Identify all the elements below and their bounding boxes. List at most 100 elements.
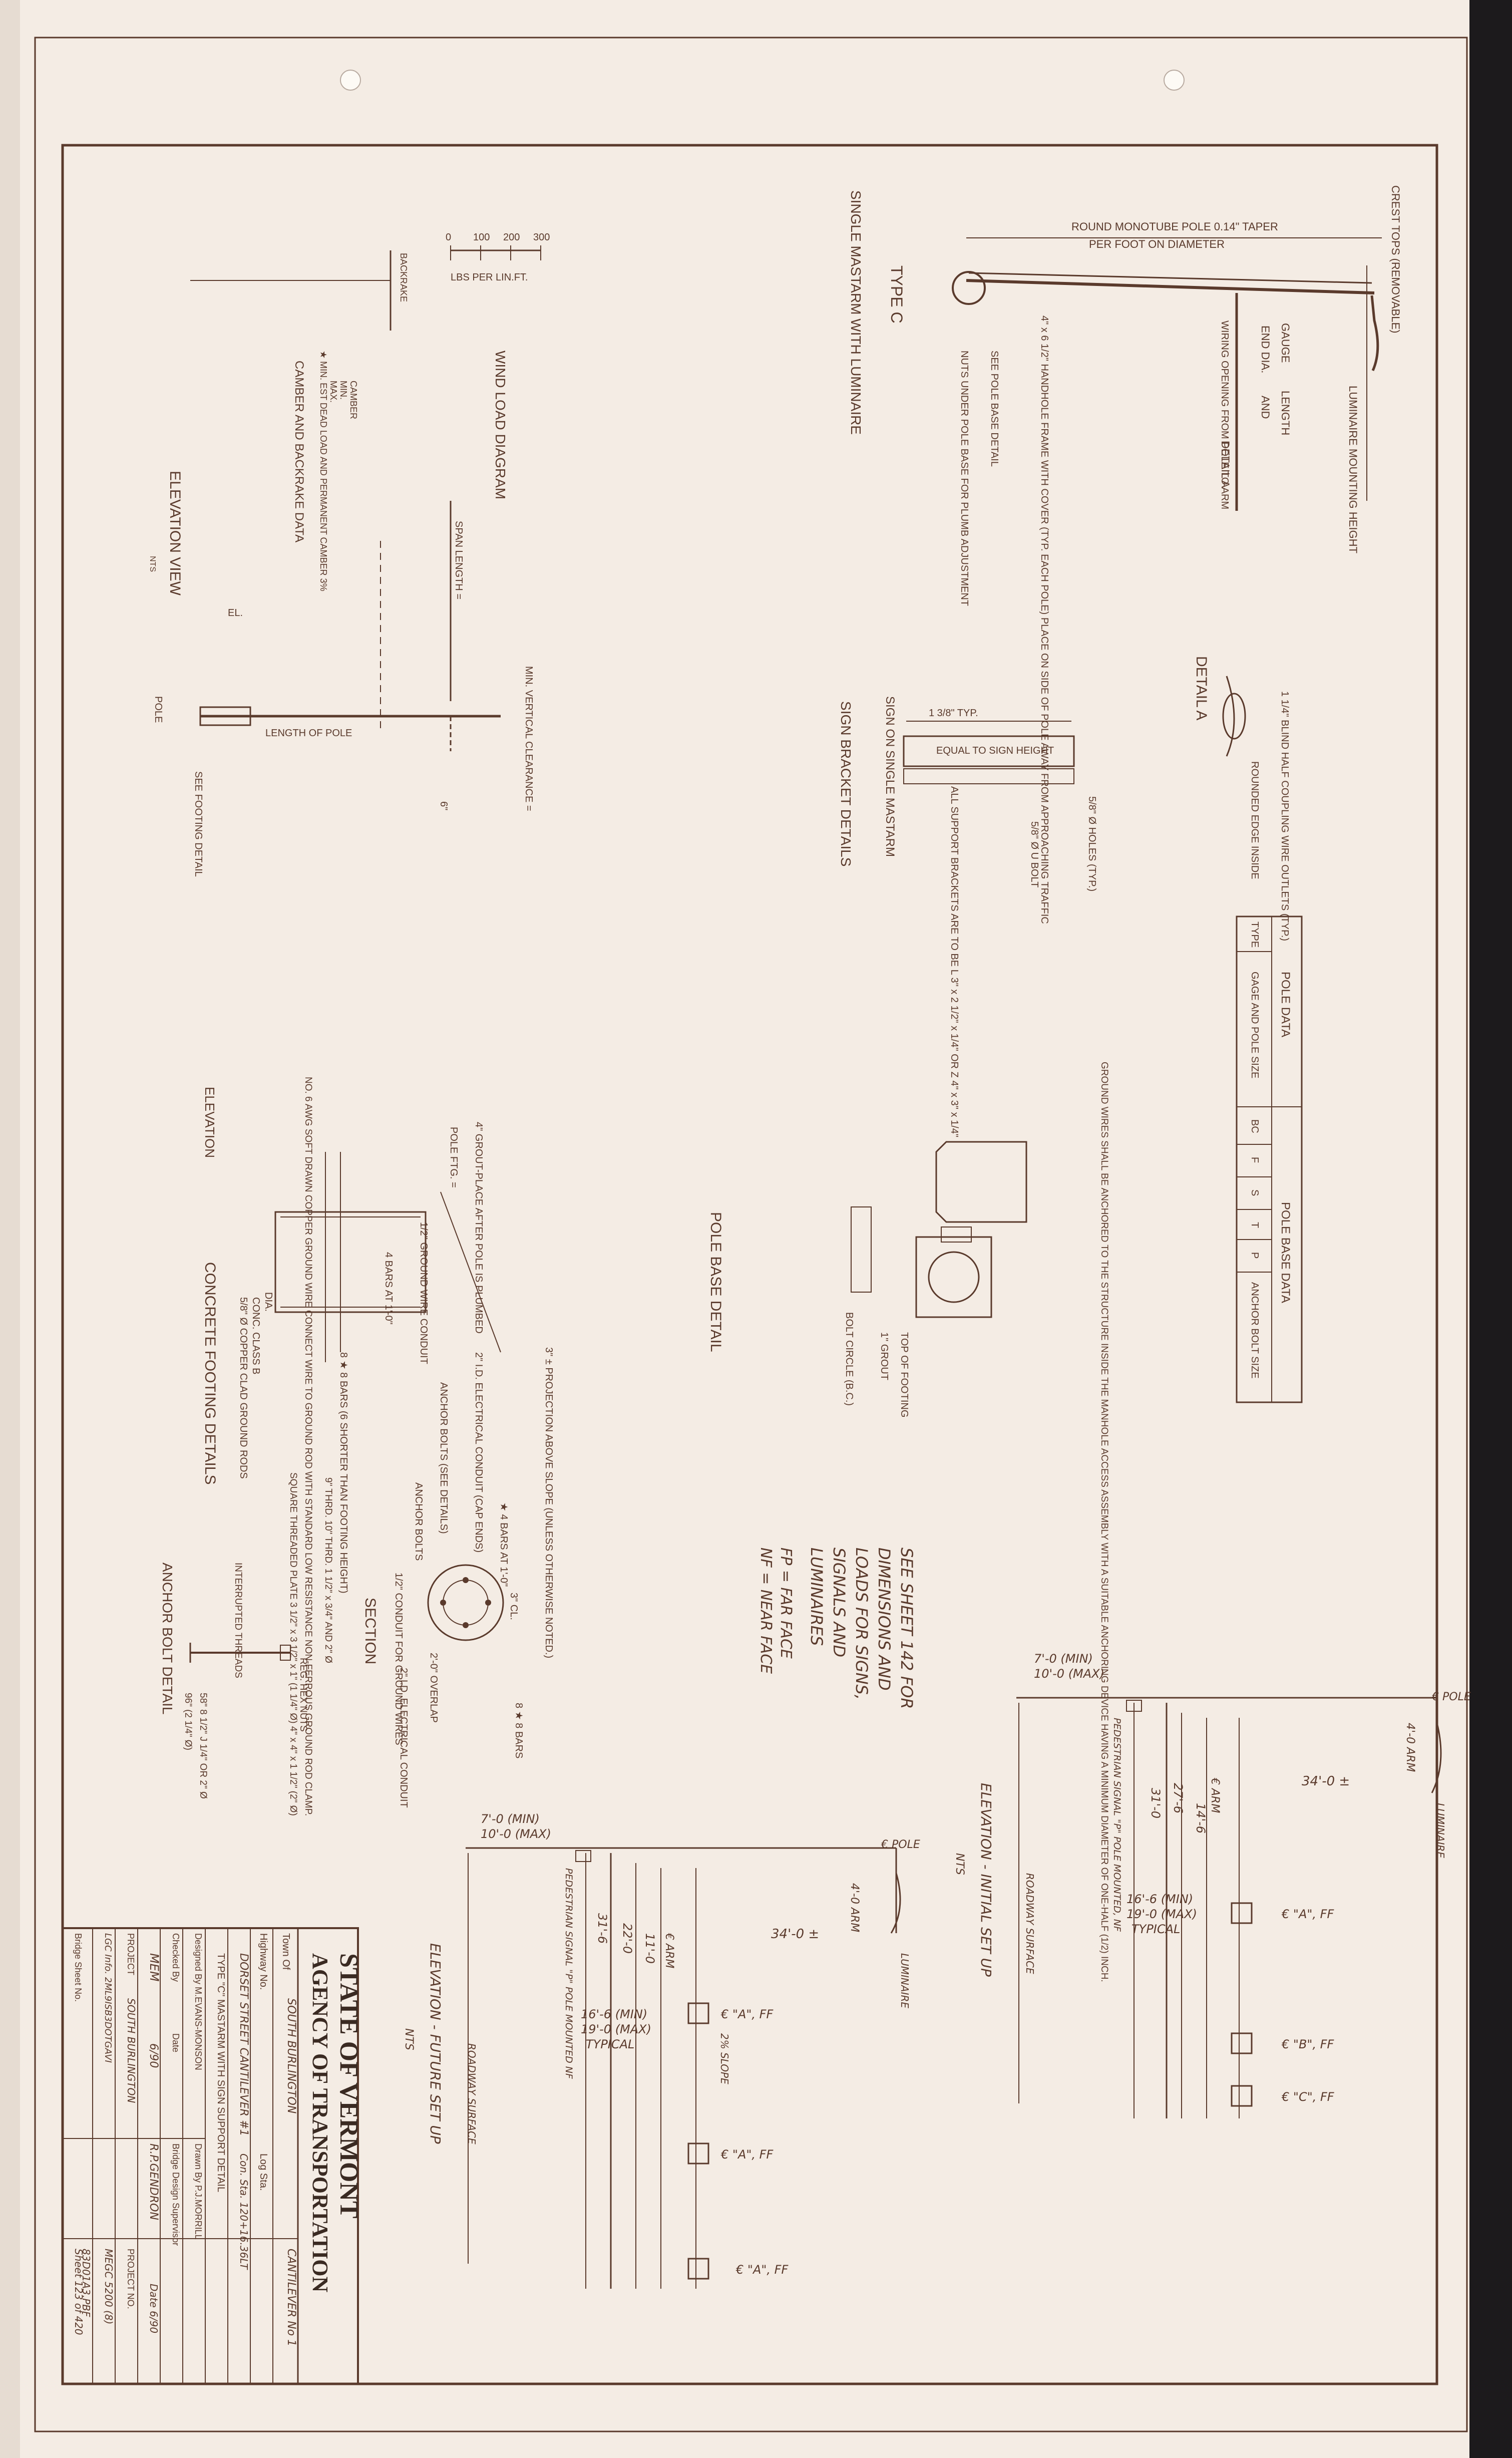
end-dia-label: END DIA.: [1259, 326, 1272, 373]
pole-base-detail: GROUND WIRES SHALL BE ANCHORED TO THE ST…: [707, 1062, 1109, 1982]
copper-label: 5/8" Ø COPPER CLAD GROUND RODS: [238, 1297, 249, 1479]
outer-border: [34, 37, 1468, 2432]
pole-data-h-s: S: [1249, 1189, 1260, 1196]
future-roadway: ROADWAY SURFACE: [466, 2043, 478, 2144]
initial-h14: 14'-6: [1194, 1803, 1208, 1833]
pole-base-circle: [952, 271, 986, 305]
luminaire-height-label: LUMINAIRE MOUNTING HEIGHT: [1347, 386, 1359, 553]
bracket-equal: EQUAL TO SIGN HEIGHT: [936, 745, 1054, 756]
no6-label: NO. 6 AWG SOFT DRAWN COPPER GROUND WIRE …: [303, 1077, 313, 1816]
initial-clr-min: 16'-6 (MIN): [1126, 1892, 1193, 1906]
future-pole: € POLE: [881, 1838, 920, 1851]
el-label-top: EL.: [228, 607, 243, 619]
elevation-view-title: ELEVATION VIEW: [167, 471, 183, 596]
anchor-thrd: 9" THRD. 10" THRD. 1 1/2" x 3/4" AND 2" …: [323, 1477, 333, 1663]
pole-data-h-bc: BC: [1249, 1119, 1260, 1133]
wiring-opening-label: WIRING OPENING FROM POLE TO ARM: [1219, 321, 1230, 509]
pole-data-h-t: T: [1249, 1222, 1260, 1228]
project-label: PROJECT: [126, 1933, 136, 1975]
see-sheet-line3: LOADS FOR SIGNS,: [852, 1548, 871, 1700]
initial-h31: 31'-0: [1149, 1788, 1163, 1818]
detail-a-ref: DETAIL A: [1219, 441, 1232, 488]
sheet-no: Sheet 123 of 420: [73, 2249, 85, 2335]
elevation-future-setup: 7'-0 (MIN) 10'-0 (MAX) € POLE 4'-0 ARM 3…: [403, 1812, 920, 2289]
pole-label: POLE: [153, 696, 164, 723]
initial-title: ELEVATION - INITIAL SET UP: [978, 1783, 994, 1977]
type-line-label: TYPE "C" MASTARM WITH SIGN SUPPORT DETAI…: [215, 1953, 226, 2192]
town-label: Town Of: [280, 1933, 291, 1970]
top-footing-label: TOP OF FOOTING: [899, 1332, 910, 1417]
backrake-label: BACKRAKE: [399, 253, 409, 302]
elec-conduit-label: 2" I.D. ELECTRICAL CONDUIT (CAP ENDS): [473, 1352, 484, 1553]
concrete-footing-details: 4" GROUT-PLACE AFTER POLE IS PLUMBED POL…: [202, 1077, 554, 1816]
grout-label: 1" GROUT: [879, 1332, 890, 1380]
future-slope: 2% SLOPE: [718, 2033, 730, 2084]
wind-load-diagram: 0 100 200 300 LBS PER LIN.FT. WIND LOAD …: [446, 232, 550, 499]
pole-data-table: POLE DATA POLE BASE DATA TYPE GAGE AND P…: [1236, 915, 1303, 1403]
pole-data-h-type: TYPE: [1249, 921, 1260, 948]
bolt-circle-label: BOLT CIRCLE (B.C.): [844, 1312, 855, 1406]
wind-scale-200: 200: [503, 232, 520, 243]
initial-roadway: ROADWAY SURFACE: [1024, 1873, 1036, 1974]
grout-place-label: 4" GROUT-PLACE AFTER POLE IS PLUMBED: [473, 1122, 484, 1334]
future-arm: € ARM: [663, 1933, 675, 1968]
section-bars8: 8 ★ 8 BARS: [513, 1703, 524, 1758]
initial-arm4: 4'-0 ARM: [1404, 1723, 1416, 1772]
pole-base-title: POLE BASE DETAIL: [707, 1212, 724, 1352]
nuts-under-label: NUTS UNDER POLE BASE FOR PLUMB ADJUSTMEN…: [959, 351, 970, 606]
elevation-view: BACKRAKE CAMBER MIN. MAX. ★ MIN. EST DEA…: [148, 250, 534, 877]
detail-a-rounded-edge: ROUNDED EDGE INSIDE: [1249, 761, 1260, 879]
lgc-info: LGC Info. 2ML9ISB3DOTGAVI: [103, 1933, 113, 2063]
designed-by-label: Designed By M.EVANS-MONSON: [193, 1933, 203, 2070]
cantilever-label: CANTILEVER No 1: [285, 2249, 297, 2346]
initial-nts: NTS: [953, 1853, 966, 1875]
section-cl: 3" CL.: [508, 1593, 519, 1620]
checked-by-label: Checked By: [171, 1933, 181, 1982]
see-sheet-note: SEE SHEET 142 FOR DIMENSIONS AND LOADS F…: [757, 1548, 916, 1709]
initial-arm-len: 34'-0 ±: [1302, 1774, 1350, 1789]
footing-elevation-label: ELEVATION: [202, 1087, 217, 1158]
wind-units: LBS PER LIN.FT.: [451, 272, 528, 283]
mastarm: [966, 279, 1375, 294]
wind-scale-300: 300: [533, 232, 550, 243]
type-c-title: TYPE C: [888, 265, 906, 324]
future-typical: TYPICAL: [586, 2037, 634, 2051]
future-sig-a3: € "A", FF: [735, 2263, 789, 2277]
wind-title: WIND LOAD DIAGRAM: [493, 351, 508, 499]
pole-taper-label: ROUND MONOTUBE POLE 0.14" TAPER: [1071, 220, 1278, 233]
anchor-reg-hex: REG. HEX NUTS: [298, 1658, 308, 1732]
bars4-label: 4 BARS AT 1'-0": [383, 1252, 394, 1325]
ground-conduit-label: 1/2" GROUND WIRE CONDUIT: [418, 1222, 429, 1364]
street-label: DORSET STREET CANTILEVER #1: [237, 1953, 250, 2136]
length-of-pole-label: LENGTH OF POLE: [265, 728, 352, 739]
pole-ftg-label: POLE FTG. =: [448, 1127, 459, 1188]
initial-sig-b: € "B", FF: [1281, 2037, 1335, 2051]
crest-tops-label: CREST TOPS (REMOVABLE): [1389, 185, 1402, 333]
length-label: LENGTH: [1279, 391, 1292, 435]
handhole-label: 4" x 6 1/2" HANDHOLE FRAME WITH COVER (T…: [1039, 316, 1050, 924]
highway-label: Highway No.: [258, 1933, 269, 1990]
conc-label: CONC. CLASS B: [250, 1297, 261, 1374]
bracket-note: ALL SUPPORT BRACKETS ARE TO BE L 3" x 2 …: [949, 786, 960, 1137]
anchor-lengths2: 96" (2 1/4" Ø): [183, 1693, 193, 1750]
initial-h27: 27'-6: [1171, 1783, 1185, 1813]
see-footing-label: SEE FOOTING DETAIL: [193, 771, 204, 877]
gauge-label: GAUGE: [1279, 323, 1292, 363]
ground-note-line1: GROUND WIRES SHALL BE ANCHORED TO THE ST…: [1099, 1062, 1109, 1982]
initial-sig-a: € "A", FF: [1281, 1907, 1334, 1921]
detail-a-title: DETAIL A: [1193, 656, 1210, 720]
initial-pole: € POLE: [1431, 1691, 1471, 1703]
per-foot-label: PER FOOT ON DIAMETER: [1089, 238, 1225, 250]
camber-data-label: CAMBER AND BACKRAKE DATA: [292, 361, 306, 542]
dia-label: DIA.: [263, 1292, 274, 1312]
wind-scale-0: 0: [446, 232, 451, 243]
future-ped-signal: PEDESTRIAN SIGNAL "P" POLE MOUNTED NF: [563, 1868, 574, 2079]
town-value: SOUTH BURLINGTON: [285, 1998, 297, 2113]
title-line2: AGENCY OF TRANSPORTATION: [308, 1953, 332, 2292]
title-line1: STATE OF VERMONT: [334, 1953, 363, 2219]
anchor-bolts-label: ANCHOR BOLTS (SEE DETAILS): [438, 1382, 449, 1534]
anchor-square: SQUARE THREADED PLATE 3 1/2" x 3 1/2" x …: [288, 1472, 298, 1816]
drawn-by-label: Drawn By P.J.MORRILL: [193, 2143, 203, 2240]
